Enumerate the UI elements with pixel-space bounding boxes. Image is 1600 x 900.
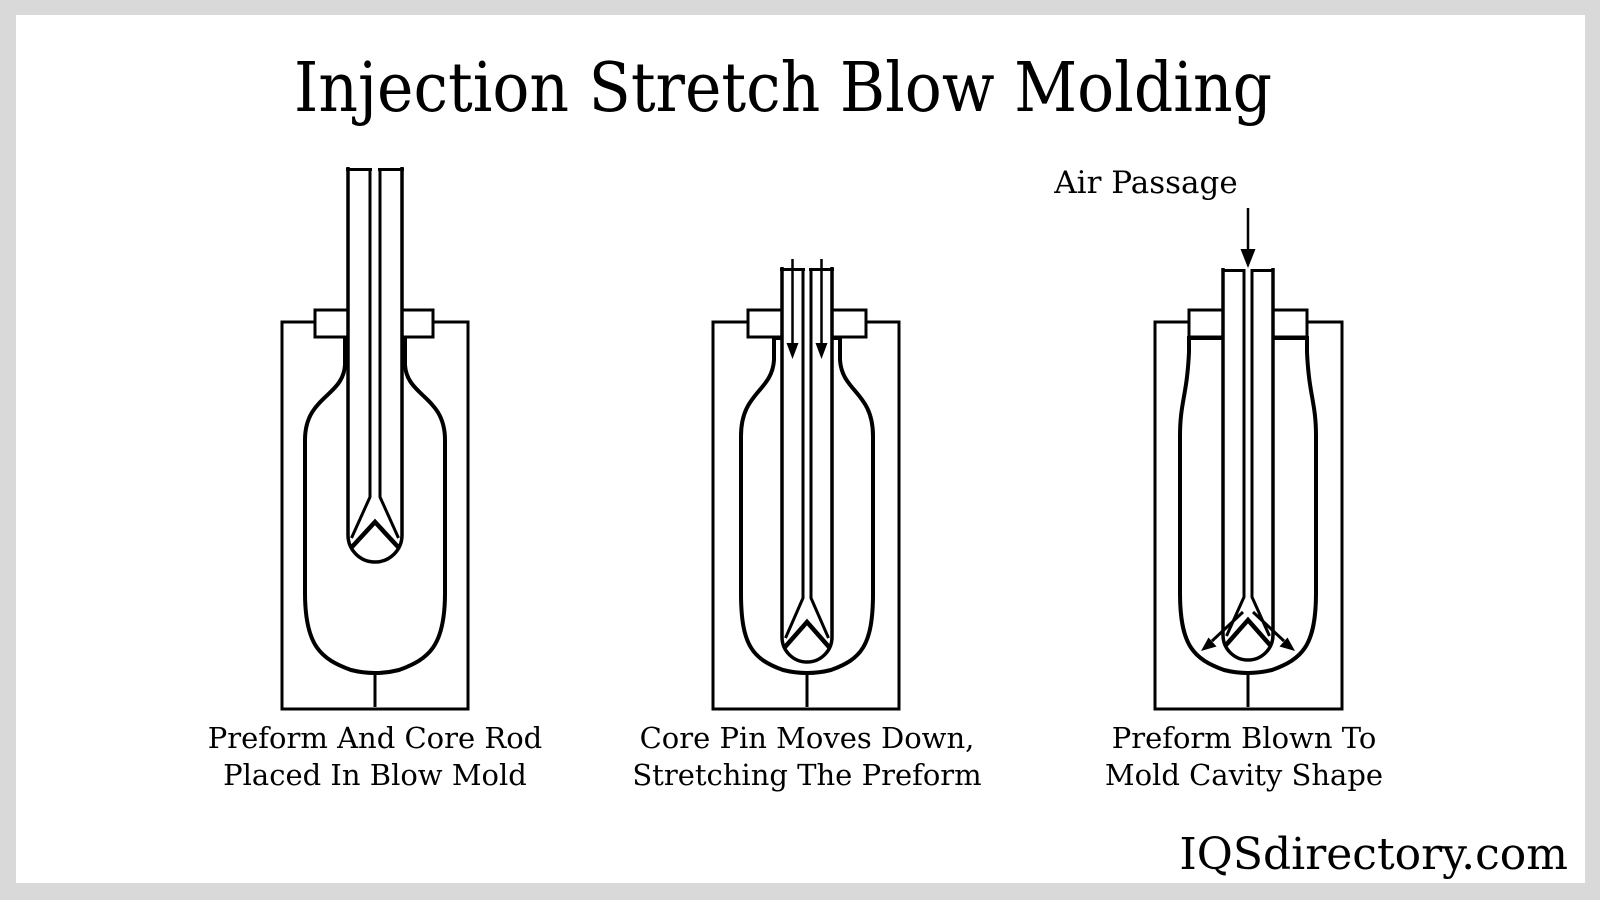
air-passage-arrow-icon <box>1240 208 1256 268</box>
air-blow-arrow-icon-left <box>1201 610 1245 651</box>
stage-1-preform-placed: Preform And Core Rod Placed In Blow Mold <box>208 167 542 792</box>
stage-3-caption-line-2: Mold Cavity Shape <box>1105 758 1383 792</box>
core-rod-tip-chevron <box>1224 616 1272 647</box>
stage-2-core-pin-stretch: Core Pin Moves Down, Stretching The Pref… <box>632 259 982 792</box>
stage-3-caption-line-1: Preform Blown To <box>1112 721 1377 755</box>
down-arrow-icon-left <box>786 259 799 359</box>
core-rod-tip-chevron <box>349 518 401 550</box>
watermark-text: IQSdirectory.com <box>1179 829 1568 880</box>
core-rod-and-preform <box>346 167 404 564</box>
stage-1-caption-line-2: Placed In Blow Mold <box>223 758 527 792</box>
page-title: Injection Stretch Blow Molding <box>294 49 1272 128</box>
core-rod-tip-chevron <box>783 618 831 649</box>
core-rod-with-air-channel <box>1221 268 1275 662</box>
stage-3-preform-blown: Air Passage Preform Blown To Mold Cavity… <box>1053 165 1383 792</box>
down-arrow-icon-right <box>815 259 828 359</box>
stage-2-caption-line-1: Core Pin Moves Down, <box>640 721 975 755</box>
core-rod-and-preform <box>780 267 834 664</box>
air-blow-arrow-icon-right <box>1251 610 1295 651</box>
stage-2-caption-line-2: Stretching The Preform <box>632 758 981 792</box>
air-passage-label: Air Passage <box>1053 165 1237 201</box>
stage-1-caption-line-1: Preform And Core Rod <box>208 721 542 755</box>
